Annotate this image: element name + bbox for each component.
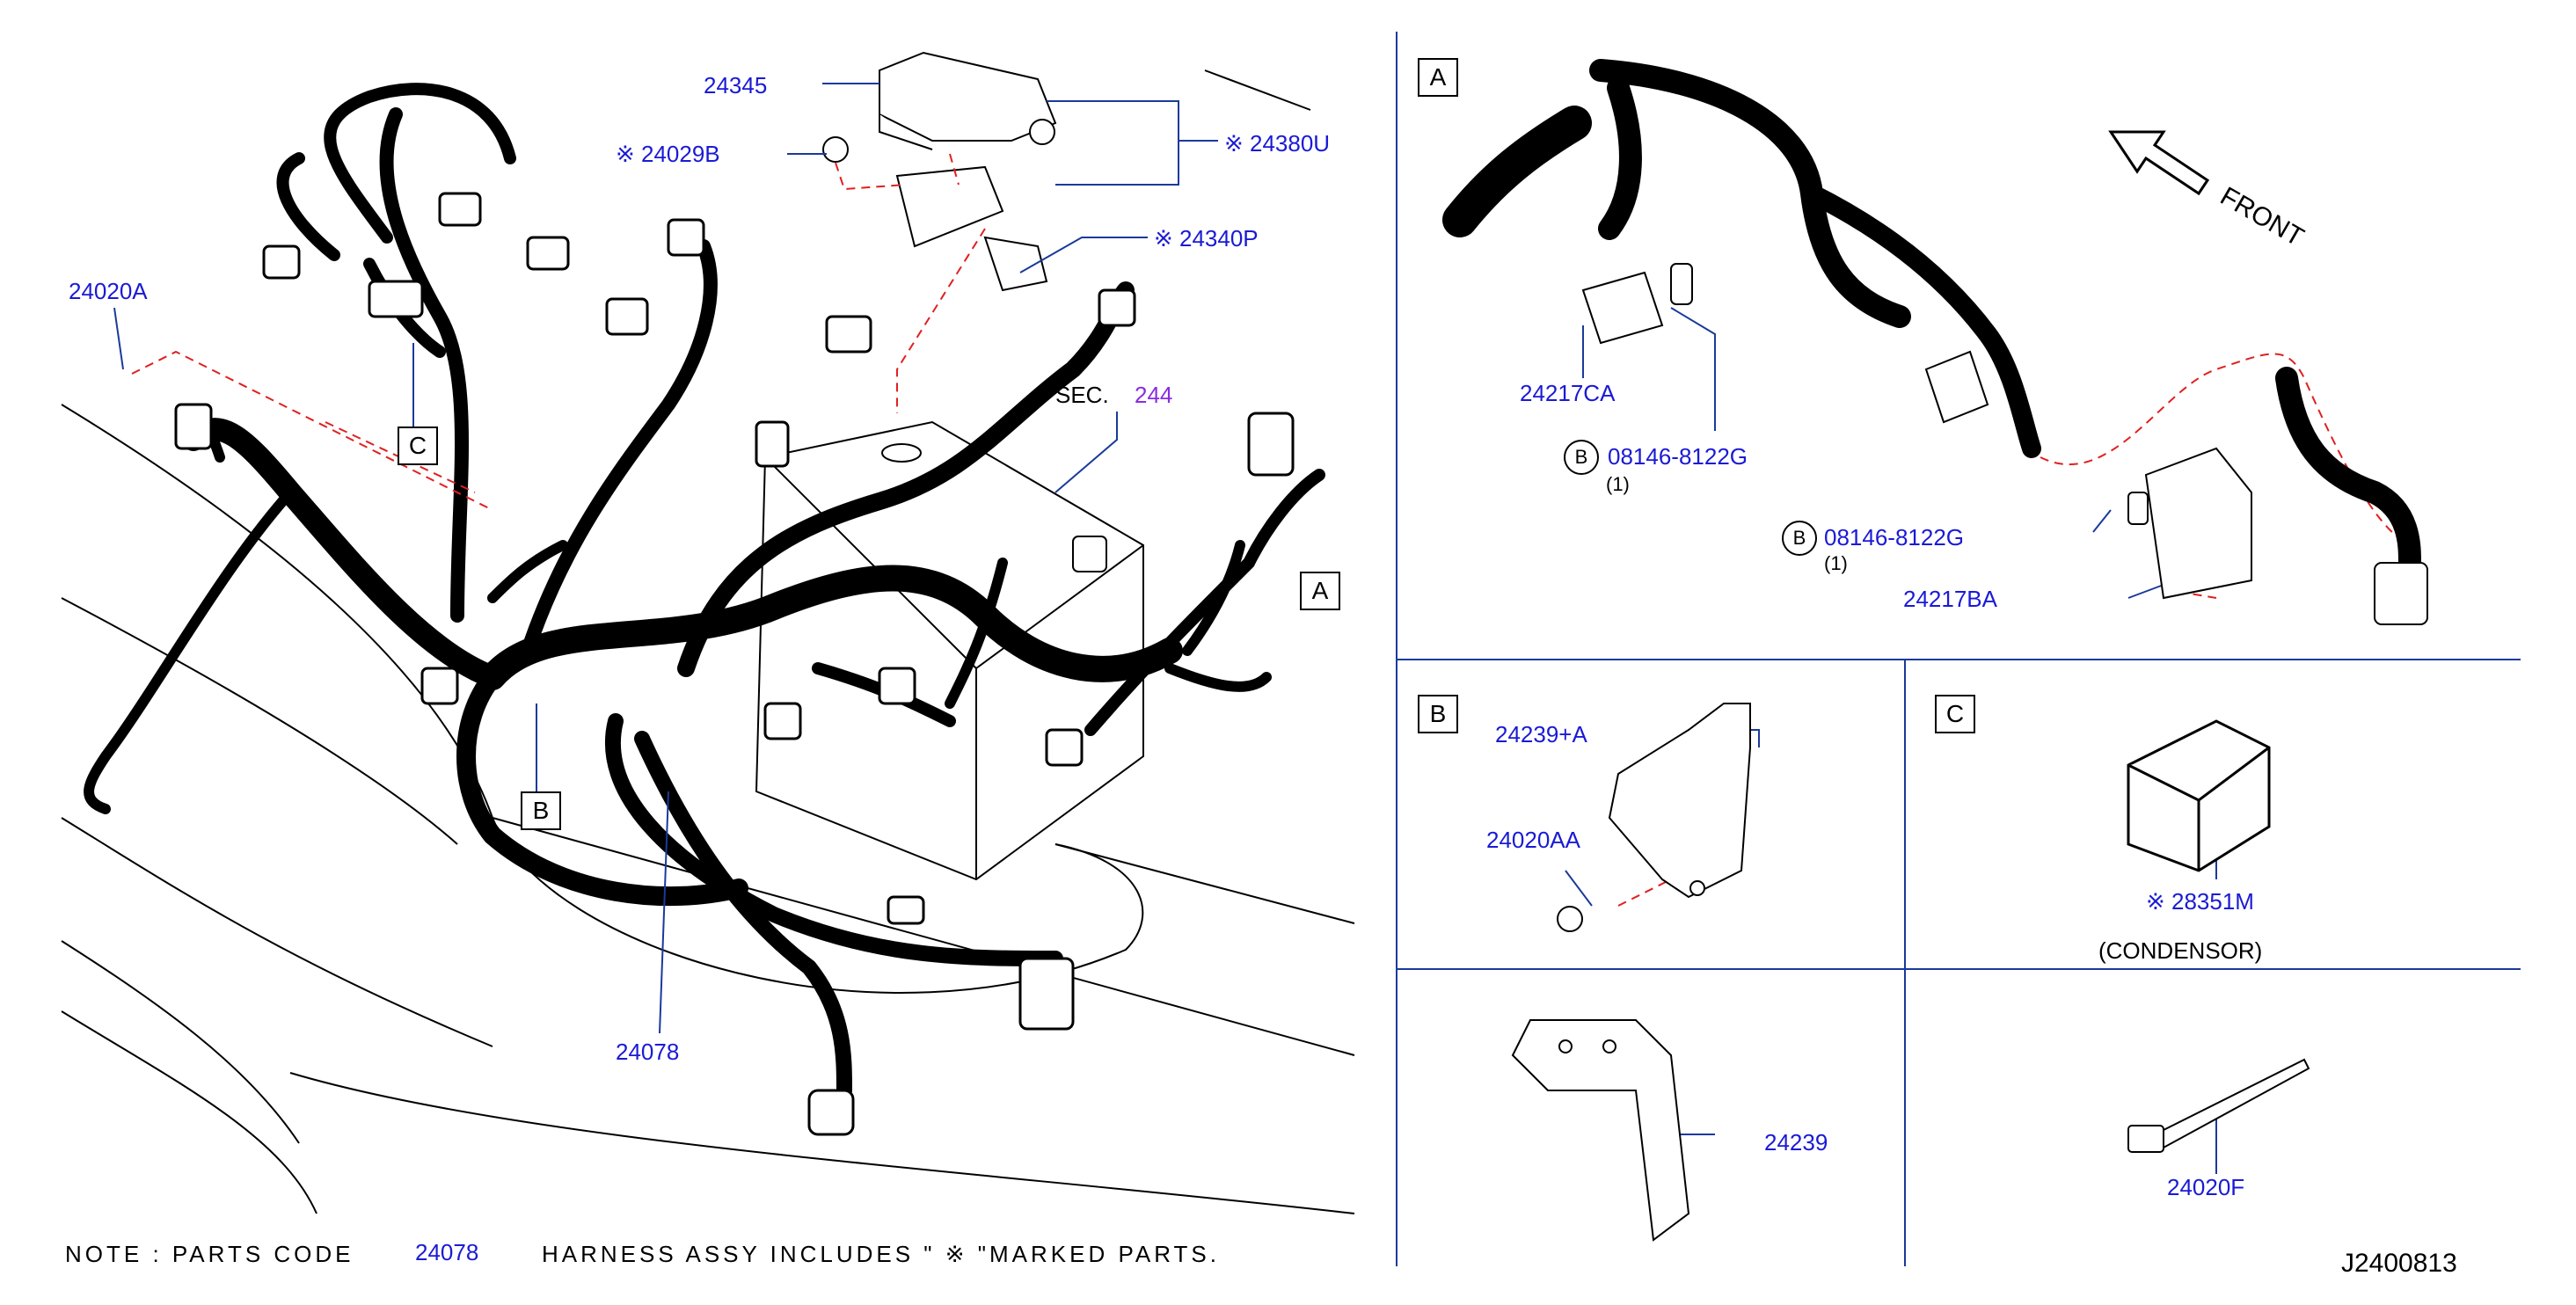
panel-b-tag: B xyxy=(1418,695,1458,733)
terminal-parts xyxy=(822,51,1057,292)
note-prefix: NOTE : PARTS CODE xyxy=(65,1241,354,1267)
panel-c-condensor xyxy=(2127,719,2271,872)
part-label-24239: 24239 xyxy=(1764,1129,1828,1156)
callout-c: C xyxy=(398,426,438,465)
panel-a-tag: A xyxy=(1418,58,1458,97)
section-ref-number: 244 xyxy=(1135,382,1173,408)
bolt-2-qty: (1) xyxy=(1824,552,1848,574)
bolt-1-qty: (1) xyxy=(1606,473,1630,495)
bolt-1-mark: B xyxy=(1564,440,1599,475)
part-label-24345: 24345 xyxy=(704,72,768,98)
vehicle-body xyxy=(61,69,1355,1214)
panel-c-tag: C xyxy=(1935,695,1975,733)
panel-a-parts xyxy=(1581,263,2428,625)
panel-e-cable-tie xyxy=(2127,1058,2310,1153)
panel-b-bracket xyxy=(1557,703,1751,932)
part-label-24020f: 24020F xyxy=(2167,1174,2245,1200)
condensor-label: (CONDENSOR) xyxy=(2098,937,2263,964)
part-label-24078: 24078 xyxy=(616,1039,680,1065)
part-label-24217ba: 24217BA xyxy=(1903,586,1997,612)
part-label-24380u: ※ 24380U xyxy=(1224,130,1331,157)
part-label-24029b: ※ 24029B xyxy=(616,141,720,167)
part-label-bolt-1: 08146-8122G xyxy=(1608,443,1748,470)
panel-dividers xyxy=(1396,32,2521,1266)
part-label-24020aa: 24020AA xyxy=(1486,827,1580,853)
diagram-code: J2400813 xyxy=(2341,1249,2457,1278)
part-label-24340p: ※ 24340P xyxy=(1154,225,1259,252)
front-arrow-icon xyxy=(2108,130,2210,196)
part-label-24020a: 24020A xyxy=(69,278,148,304)
part-label-bolt-2: 08146-8122G xyxy=(1824,524,1965,550)
connectors xyxy=(174,192,1295,1136)
note-suffix: HARNESS ASSY INCLUDES " ※ "MARKED PARTS. xyxy=(542,1241,1220,1267)
bolt-2-mark: B xyxy=(1782,521,1817,556)
part-label-24239-a: 24239+A xyxy=(1495,721,1587,747)
note-code: 24078 xyxy=(415,1239,479,1265)
panel-d-bracket xyxy=(1511,1019,1690,1242)
part-label-24217ca: 24217CA xyxy=(1520,380,1616,406)
wire-harness xyxy=(84,83,1325,1098)
callout-b: B xyxy=(521,791,561,830)
callout-a: A xyxy=(1300,572,1340,610)
part-label-28351m: ※ 28351M xyxy=(2146,888,2254,915)
section-ref-label: SEC. xyxy=(1055,382,1109,408)
panel-a-harness xyxy=(1442,59,2421,574)
